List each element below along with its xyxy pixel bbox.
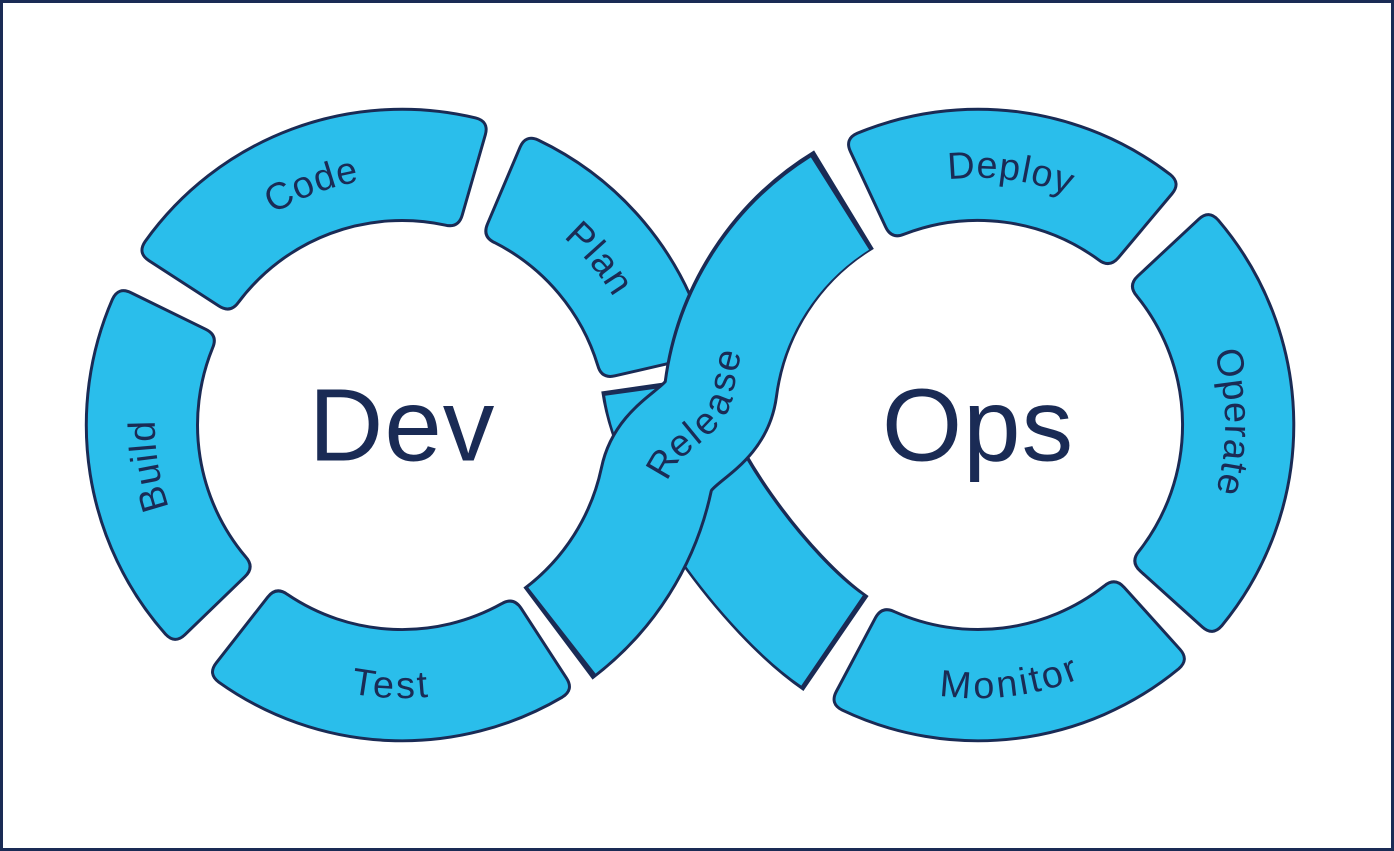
segment-plan [484, 136, 709, 378]
devops-infinity-diagram: BuildCodePlanTestDeployOperateMonitorRel… [84, 107, 1296, 743]
segment-deploy [847, 107, 1178, 266]
ops-center-label: Ops [882, 368, 1074, 483]
segment-build [84, 289, 252, 641]
segment-monitor [832, 580, 1186, 743]
segment-operate [1130, 213, 1296, 633]
dev-center-label: Dev [309, 368, 496, 483]
segment-test [211, 589, 571, 743]
segment-code [140, 107, 488, 311]
test-label: Test [349, 660, 431, 706]
release-band [527, 157, 871, 674]
